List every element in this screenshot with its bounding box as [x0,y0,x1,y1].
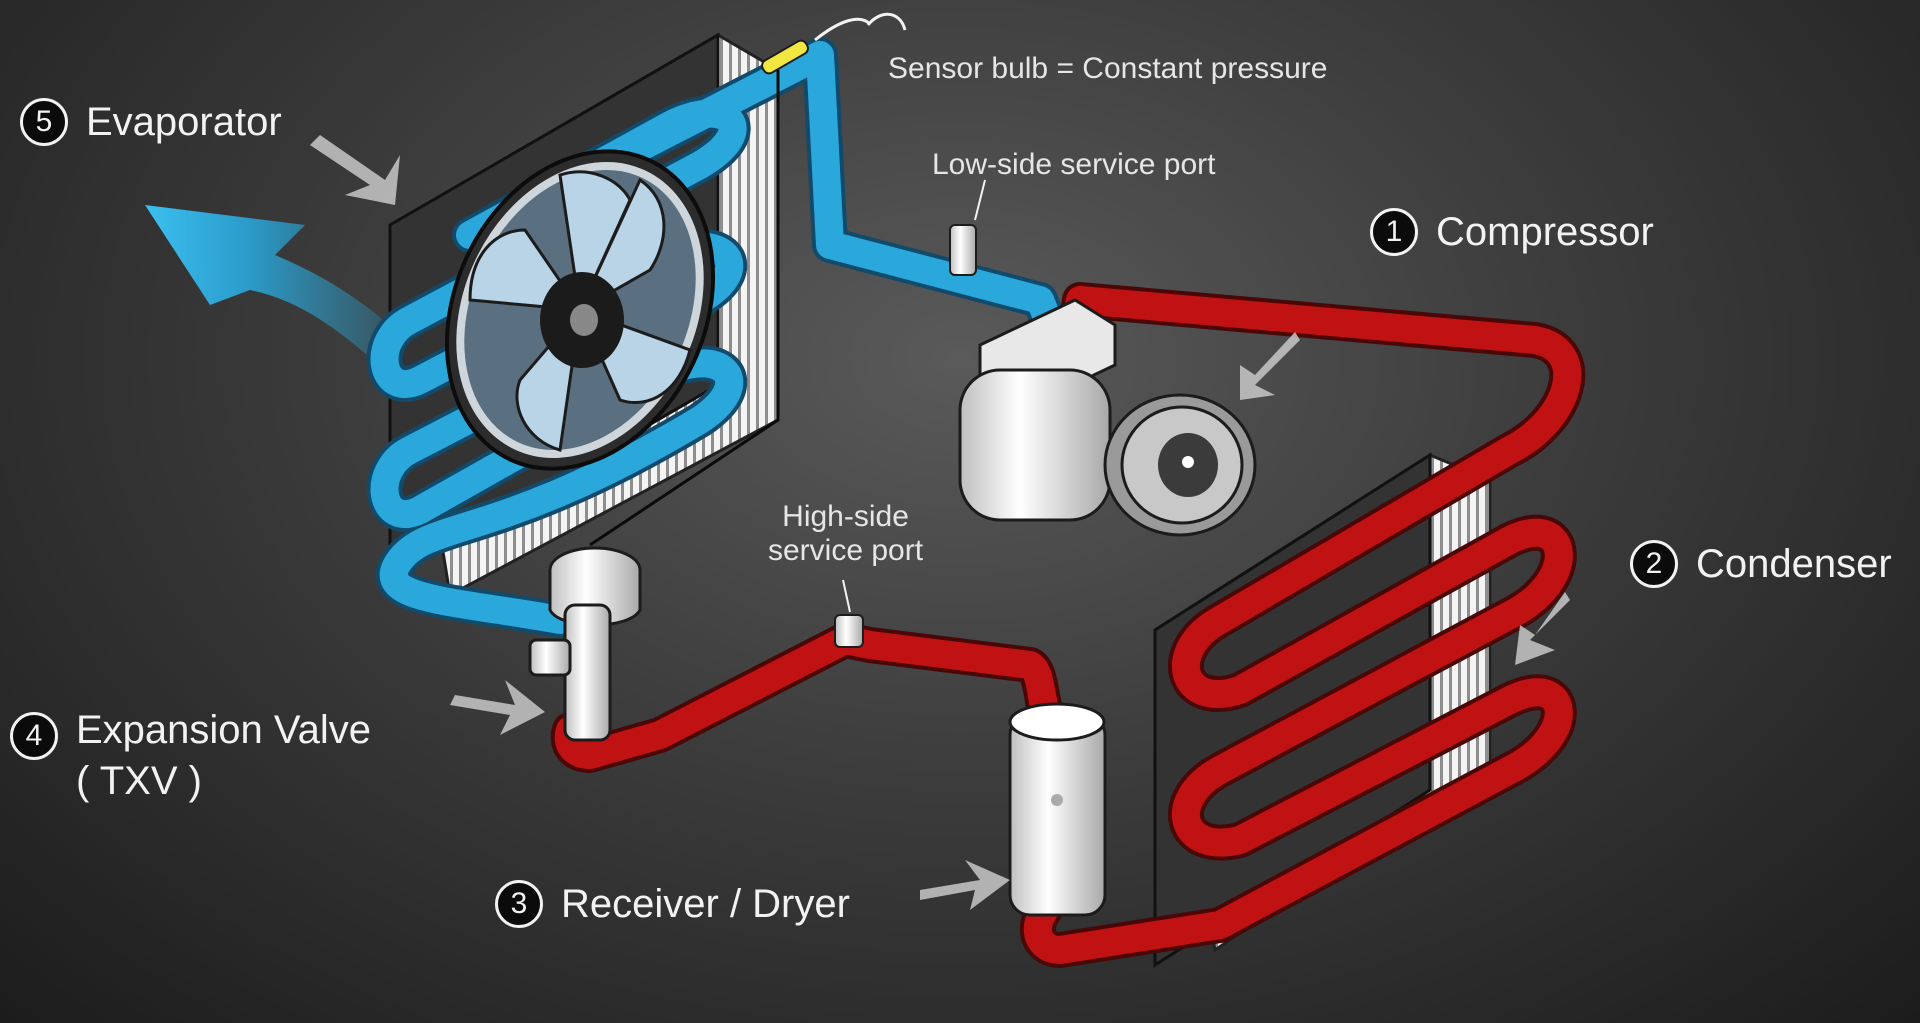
number-badge: 4 [10,712,58,760]
pointer-arrows [310,135,1570,910]
high-side-port [834,579,864,648]
receiver-dryer [1008,702,1107,917]
expansion-valve-text: Expansion Valve ( TXV ) [76,708,371,804]
evaporator-label: Evaporator [86,99,282,144]
low-side-port-annotation: Low-side service port [932,148,1216,181]
number-badge: 3 [495,880,543,928]
high-side-port-line2: service port [768,534,924,567]
cold-air-arrow [145,205,395,375]
label-evaporator: 5 Evaporator [20,98,282,146]
high-pressure-lines [550,282,1586,968]
sensor-bulb [761,39,809,75]
compressor [958,298,1257,537]
fan-assembly [444,149,716,471]
condenser-label: Condenser [1696,541,1892,586]
expansion-valve [528,546,642,742]
number-badge: 1 [1370,208,1418,256]
low-side-port [949,179,986,276]
sensor-bulb-annotation: Sensor bulb = Constant pressure [888,52,1328,85]
label-expansion-valve: 4 Expansion Valve ( TXV ) [10,708,371,804]
high-side-port-annotation: High-side service port [768,500,923,568]
high-side-port-line1: High-side [782,500,909,533]
number-badge: 5 [20,98,68,146]
number-badge: 2 [1630,540,1678,588]
receiver-dryer-label: Receiver / Dryer [561,881,850,926]
label-receiver-dryer: 3 Receiver / Dryer [495,880,850,928]
label-condenser: 2 Condenser [1630,540,1892,588]
expansion-valve-label: Expansion Valve [76,708,371,752]
label-compressor: 1 Compressor [1370,208,1654,256]
compressor-label: Compressor [1436,209,1654,254]
txv-label: ( TXV ) [76,759,202,803]
